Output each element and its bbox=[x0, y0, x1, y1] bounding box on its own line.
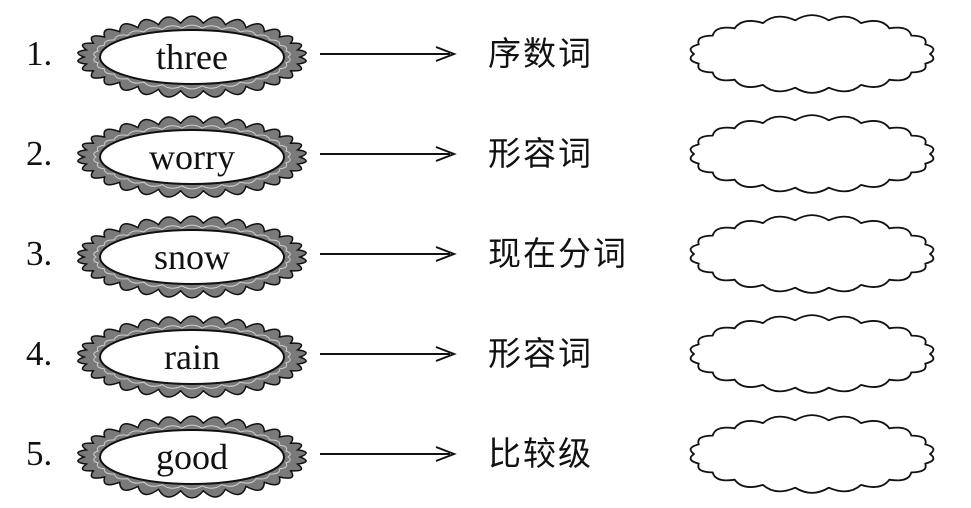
base-word: rain bbox=[164, 337, 220, 377]
flower-badge: three bbox=[72, 12, 312, 102]
base-word: good bbox=[156, 437, 228, 477]
exercise-row-3: 3. snow 现在分词 bbox=[0, 204, 971, 304]
word-oval bbox=[99, 429, 285, 485]
word-oval bbox=[99, 29, 285, 85]
flower-badge-shape bbox=[77, 215, 307, 299]
flower-petal-highlight bbox=[93, 224, 291, 290]
flower-badge: rain bbox=[72, 312, 312, 402]
cloud-outline bbox=[689, 114, 935, 194]
exercise-number: 3. bbox=[26, 234, 53, 273]
word-oval bbox=[99, 229, 285, 285]
flower-petal-highlight bbox=[93, 324, 291, 390]
exercise-number: 4. bbox=[26, 334, 53, 373]
exercise-number: 1. bbox=[26, 34, 53, 73]
cloud-outline bbox=[689, 314, 935, 394]
flower-badge-shape bbox=[77, 315, 307, 399]
answer-cloud[interactable] bbox=[662, 308, 962, 400]
exercise-row-5: 5. good 比较级 bbox=[0, 404, 971, 504]
word-form-hint: 比较级 bbox=[488, 434, 593, 473]
flower-petal-highlight bbox=[93, 124, 291, 190]
word-form-hint: 形容词 bbox=[488, 134, 593, 173]
answer-cloud[interactable] bbox=[662, 208, 962, 300]
arrow-icon bbox=[320, 146, 457, 162]
arrow-icon bbox=[320, 446, 457, 462]
exercise-row-1: 1. three 序数词 bbox=[0, 4, 971, 104]
word-oval bbox=[99, 329, 285, 385]
cloud-shape bbox=[689, 414, 935, 494]
cloud-outline bbox=[689, 414, 935, 494]
exercise-row-2: 2. worry 形容词 bbox=[0, 104, 971, 204]
cloud-shape bbox=[689, 14, 935, 94]
exercise-number: 2. bbox=[26, 134, 53, 173]
flower-badge: worry bbox=[72, 112, 312, 202]
word-form-hint: 形容词 bbox=[488, 334, 593, 373]
base-word: snow bbox=[153, 237, 230, 277]
answer-cloud[interactable] bbox=[662, 8, 962, 100]
cloud-shape bbox=[689, 214, 935, 294]
base-word: worry bbox=[149, 137, 235, 177]
flower-badge: snow bbox=[72, 212, 312, 302]
flower-petal-highlight bbox=[93, 24, 291, 90]
arrow-icon bbox=[320, 346, 457, 362]
cloud-shape bbox=[689, 114, 935, 194]
flower-badge-shape bbox=[77, 115, 307, 199]
flower-petal-highlight bbox=[93, 424, 291, 490]
arrow-icon bbox=[320, 46, 457, 62]
cloud-outline bbox=[689, 214, 935, 294]
arrow-icon bbox=[320, 246, 457, 262]
flower-badge: good bbox=[72, 412, 312, 502]
word-form-hint: 序数词 bbox=[488, 34, 593, 73]
cloud-shape bbox=[689, 314, 935, 394]
exercise-row-4: 4. rain 形容词 bbox=[0, 304, 971, 404]
flower-badge-shape bbox=[77, 415, 307, 499]
cloud-outline bbox=[689, 14, 935, 94]
base-word: three bbox=[156, 37, 228, 77]
word-oval bbox=[99, 129, 285, 185]
flower-badge-shape bbox=[77, 15, 307, 99]
answer-cloud[interactable] bbox=[662, 108, 962, 200]
word-form-hint: 现在分词 bbox=[488, 234, 628, 273]
answer-cloud[interactable] bbox=[662, 408, 962, 500]
exercise-number: 5. bbox=[26, 434, 53, 473]
